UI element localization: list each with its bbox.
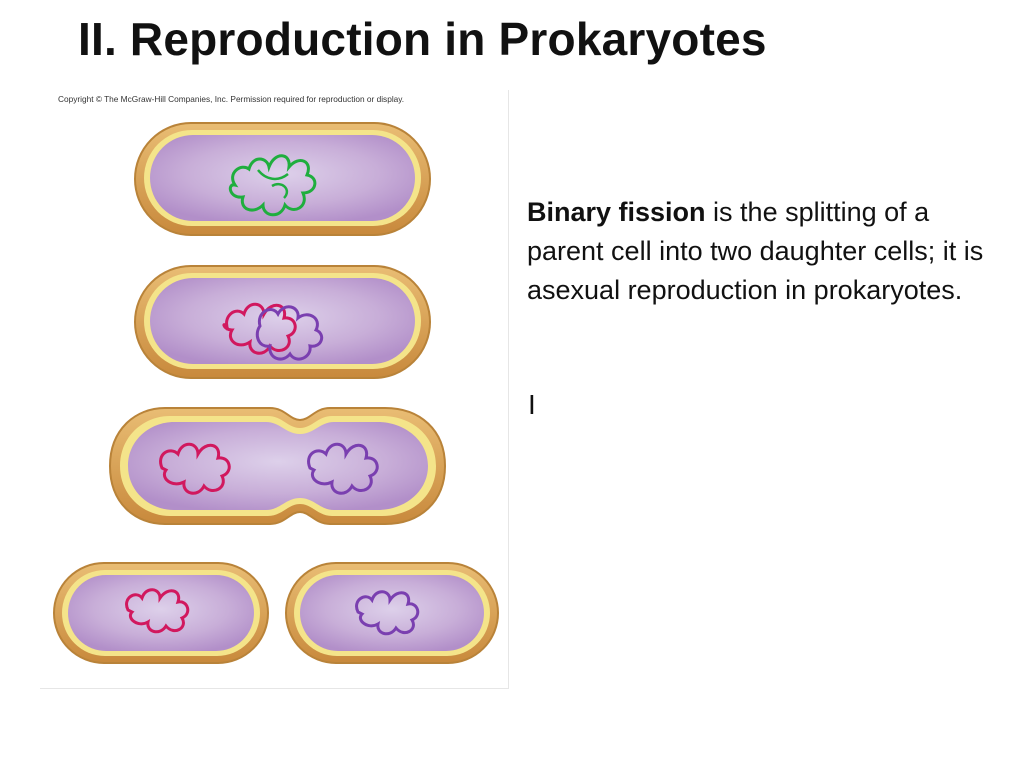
dividing-cell [108, 407, 447, 525]
definition-text: is the splitting of a parent cell into t… [527, 197, 984, 305]
daughter-dna-right [307, 442, 379, 495]
daughter-cell-right [285, 562, 499, 664]
stray-text-line: I [528, 389, 536, 420]
replicated-dna-purple [255, 305, 324, 361]
daughter-dna-left [159, 442, 231, 495]
binary-fission-illustration [53, 122, 499, 664]
copyright-notice: Copyright © The McGraw-Hill Companies, I… [58, 94, 405, 104]
replicating-cell [134, 265, 431, 379]
parent-cell [134, 122, 431, 236]
term-binary-fission: Binary fission [527, 197, 706, 227]
slide-title: II. Reproduction in Prokaryotes [78, 13, 767, 65]
binary-fission-figure: Copyright © The McGraw-Hill Companies, I… [40, 90, 509, 689]
binary-fission-definition: Binary fission is the splitting of a par… [527, 193, 997, 310]
daughter-cell-left [53, 562, 269, 664]
replicated-dna-red [222, 302, 297, 355]
parent-dna [228, 154, 317, 217]
